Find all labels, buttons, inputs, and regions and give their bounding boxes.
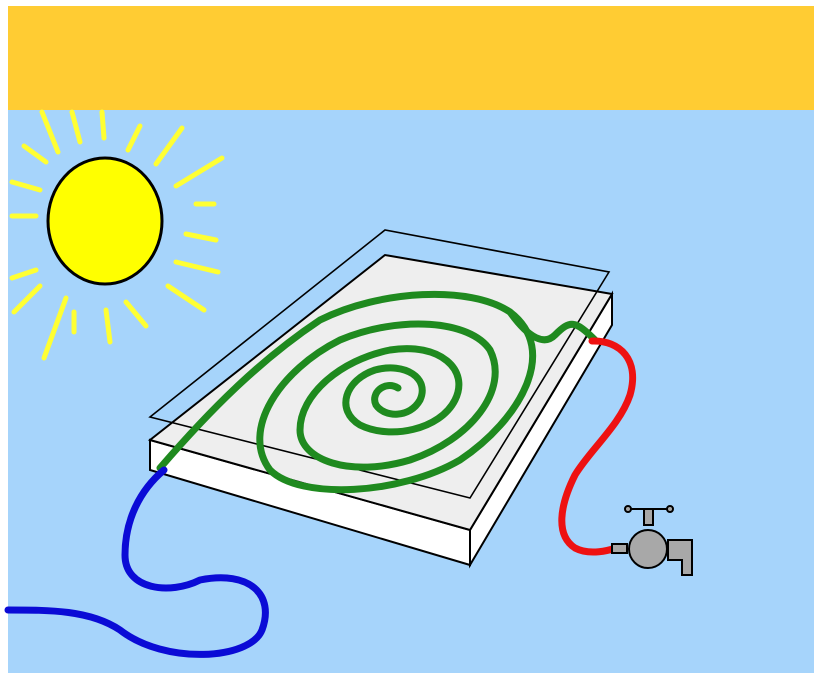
- top-band: [8, 6, 814, 110]
- water-tap-icon: [611, 505, 693, 576]
- glass-cover: [148, 229, 611, 499]
- outlet-hose: [558, 337, 637, 556]
- inlet-hose: [4, 466, 269, 658]
- sun-icon: [9, 109, 225, 361]
- spiral-coil-pipe: [156, 290, 599, 494]
